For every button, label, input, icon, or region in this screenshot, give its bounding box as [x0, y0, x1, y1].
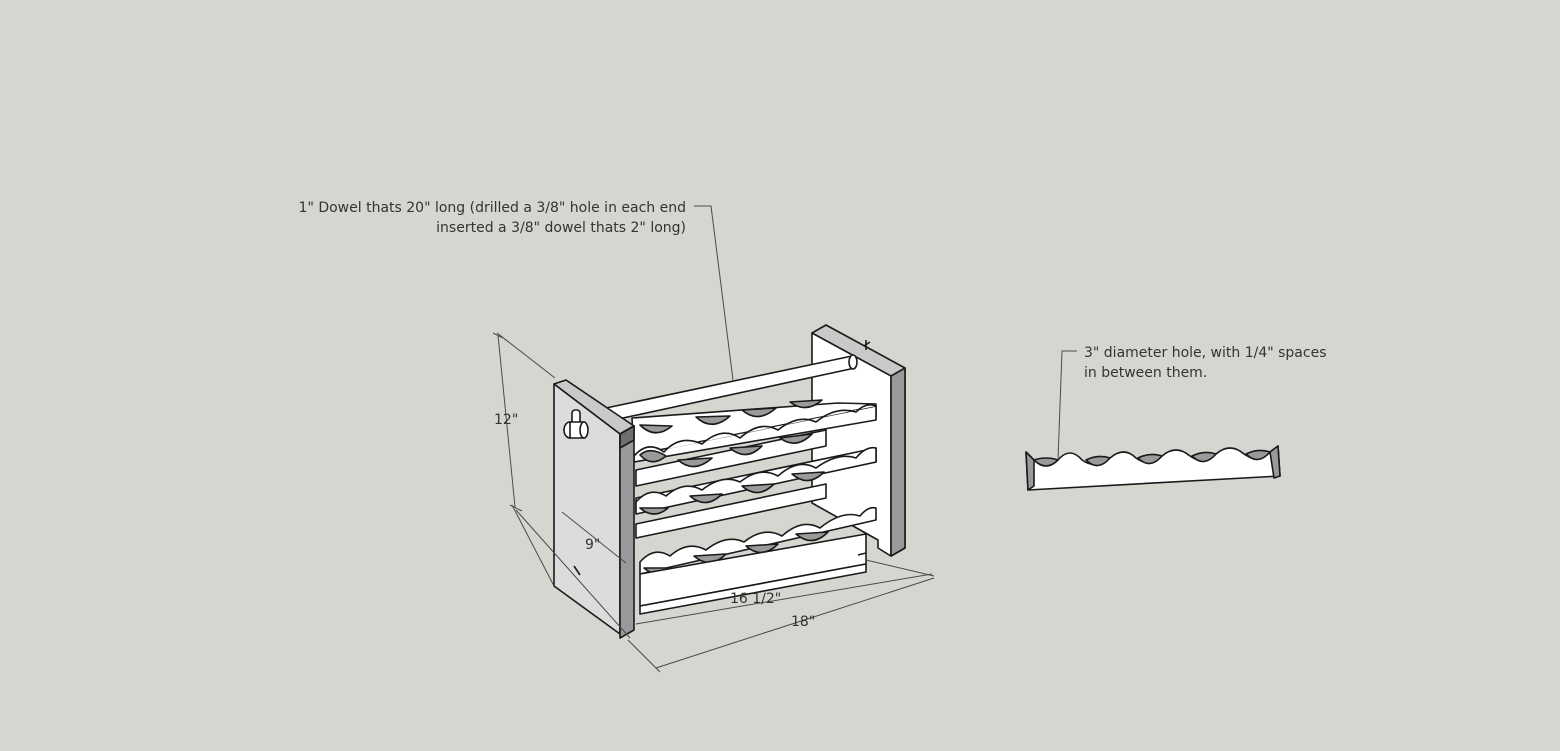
dowel-annotation-line-1: 1" Dowel thats 20" long (drilled a 3/8" … [299, 200, 686, 216]
single-shelf-piece [1025, 445, 1281, 491]
depth-dimension-label: 9" [585, 537, 600, 553]
shelf-row-3 [635, 446, 877, 539]
shelf-row-1 [631, 399, 877, 463]
height-dimension-label: 12" [494, 412, 518, 428]
height-dimension [492, 332, 556, 512]
dowel-annotation-line-2: inserted a 3/8" dowel thats 2" long) [436, 220, 686, 236]
wine-rack-model [553, 324, 906, 639]
hole-annotation-line-2: in between them. [1084, 365, 1207, 381]
outer-width-dimension-label: 18" [791, 614, 815, 630]
left-side-panel [553, 379, 635, 639]
hole-annotation-line-1: 3" diameter hole, with 1/4" spaces [1084, 345, 1327, 361]
shelf-row-4 [639, 506, 877, 607]
inner-width-dimension [635, 559, 935, 625]
hole-leader-line [1057, 350, 1077, 461]
bottom-front-rail [639, 563, 867, 615]
outer-width-dimension [627, 577, 935, 673]
inner-width-dimension-label: 16 1/2" [730, 591, 781, 607]
depth-dimension [511, 504, 631, 639]
dowel-leader-line [694, 205, 734, 381]
right-side-panel [811, 324, 906, 557]
